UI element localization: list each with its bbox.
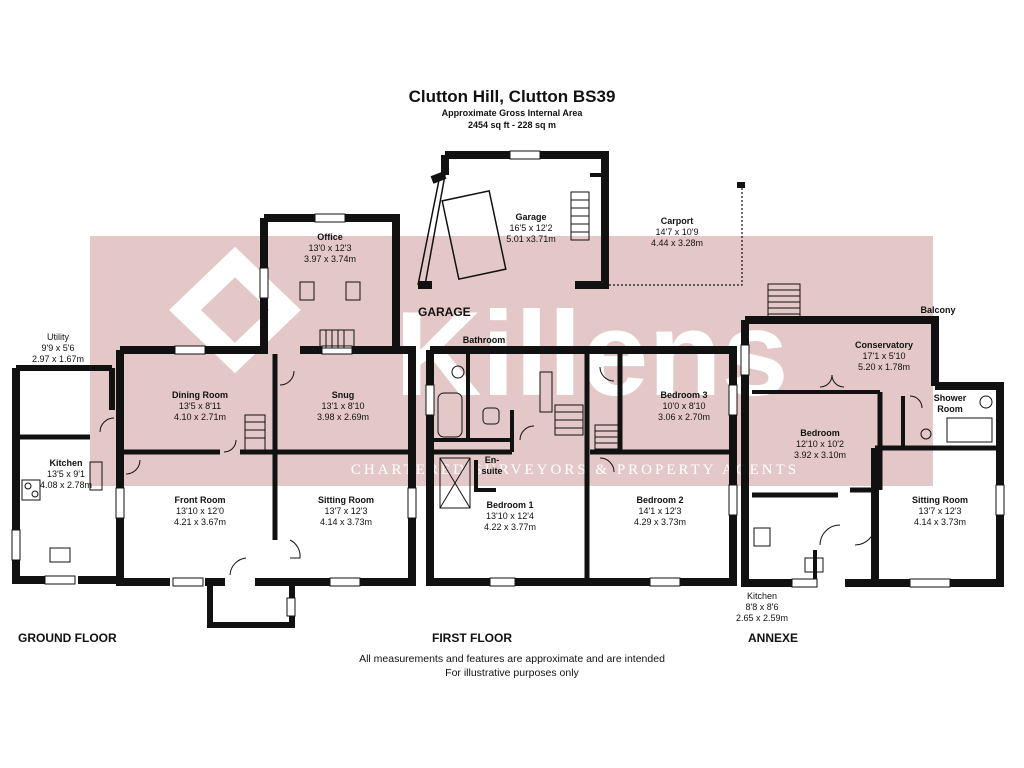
room-sitting-annexe: Sitting Room 13'7 x 12'3 4.14 x 3.73m xyxy=(912,495,968,527)
room-name: Dining Room xyxy=(172,390,228,400)
room-metric: 4.22 x 3.77m xyxy=(484,522,536,532)
room-imperial: 13'5 x 9'1 xyxy=(47,469,85,479)
room-name-1: Shower xyxy=(934,393,967,403)
room-imperial: 14'7 x 10'9 xyxy=(656,227,699,237)
room-metric: 4.44 x 3.28m xyxy=(651,238,703,248)
room-sitting-gf: Sitting Room 13'7 x 12'3 4.14 x 3.73m xyxy=(318,495,374,527)
walls-first-floor xyxy=(426,346,737,586)
room-snug: Snug 13'1 x 8'10 3.98 x 2.69m xyxy=(317,390,369,422)
room-metric: 3.06 x 2.70m xyxy=(658,412,710,422)
room-imperial: 13'5 x 8'11 xyxy=(179,401,221,411)
watermark-tagline: CHARTERED SURVEYORS & PROPERTY AGENTS xyxy=(351,462,799,478)
room-dining: Dining Room 13'5 x 8'11 4.10 x 2.71m xyxy=(172,390,228,422)
room-imperial: 13'7 x 12'3 xyxy=(919,506,962,516)
room-metric: 2.65 x 2.59m xyxy=(736,613,788,623)
room-imperial: 13'10 x 12'0 xyxy=(176,506,224,516)
room-name: Snug xyxy=(332,390,355,400)
room-imperial: 13'7 x 12'3 xyxy=(325,506,368,516)
room-imperial: 8'8 x 8'6 xyxy=(746,602,779,612)
room-shower: Shower Room xyxy=(934,393,967,414)
room-conservatory: Conservatory 17'1 x 5'10 5.20 x 1.78m xyxy=(855,340,913,372)
watermark-logo-icon xyxy=(169,246,301,374)
room-metric: 4.10 x 2.71m xyxy=(174,412,226,422)
fittings xyxy=(11,150,1005,617)
room-imperial: 13'1 x 8'10 xyxy=(322,401,365,411)
room-name: Carport xyxy=(661,216,694,226)
disclaimer-line-1: All measurements and features are approx… xyxy=(359,653,665,665)
section-ground-floor: GROUND FLOOR xyxy=(18,631,117,645)
room-name: Office xyxy=(317,232,343,242)
room-name: Bathroom xyxy=(463,335,506,345)
room-metric: 3.92 x 3.10m xyxy=(794,450,846,460)
room-metric: 5.20 x 1.78m xyxy=(858,362,910,372)
room-name: Bedroom xyxy=(800,428,840,438)
room-metric: 4.21 x 3.67m xyxy=(174,517,226,527)
room-imperial: 9'9 x 5'6 xyxy=(42,343,75,353)
room-name-1: En- xyxy=(485,455,500,465)
room-imperial: 12'10 x 10'2 xyxy=(796,439,844,449)
room-bedroom1: Bedroom 1 13'10 x 12'4 4.22 x 3.77m xyxy=(484,500,536,532)
room-imperial: 10'0 x 8'10 xyxy=(663,401,706,411)
room-imperial: 16'5 x 12'2 xyxy=(510,223,553,233)
room-bathroom: Bathroom xyxy=(463,335,506,345)
room-metric: 4.08 x 2.78m xyxy=(40,480,92,490)
room-imperial: 14'1 x 12'3 xyxy=(639,506,682,516)
room-office: Office 13'0 x 12'3 3.97 x 3.74m xyxy=(304,232,356,264)
room-name: Kitchen xyxy=(747,591,777,601)
room-garage: Garage 16'5 x 12'2 5.01 x3.71m xyxy=(506,212,556,244)
carport-outline xyxy=(605,184,743,286)
room-metric: 4.29 x 3.73m xyxy=(634,517,686,527)
room-imperial: 13'10 x 12'4 xyxy=(486,511,534,521)
room-name: Bedroom 1 xyxy=(486,500,533,510)
room-ensuite: En- suite xyxy=(481,455,502,476)
room-utility: Utility 9'9 x 5'6 2.97 x 1.67m xyxy=(32,332,84,364)
room-name: Conservatory xyxy=(855,340,913,350)
section-first-floor: FIRST FLOOR xyxy=(432,631,512,645)
room-metric: 4.14 x 3.73m xyxy=(320,517,372,527)
header: Clutton Hill, Clutton BS39 Approximate G… xyxy=(409,87,616,130)
room-name-2: suite xyxy=(481,466,502,476)
room-name: Sitting Room xyxy=(318,495,374,505)
room-kitchen: Kitchen 13'5 x 9'1 4.08 x 2.78m xyxy=(40,458,92,490)
room-imperial: 17'1 x 5'10 xyxy=(863,351,906,361)
walls-ground-floor xyxy=(12,214,416,628)
disclaimer-line-2: For illustrative purposes only xyxy=(445,667,579,679)
carport-post xyxy=(737,182,745,188)
page-title: Clutton Hill, Clutton BS39 xyxy=(409,87,616,106)
room-front: Front Room 13'10 x 12'0 4.21 x 3.67m xyxy=(174,495,226,527)
room-bedroom3: Bedroom 3 10'0 x 8'10 3.06 x 2.70m xyxy=(658,390,710,422)
section-garage: GARAGE xyxy=(418,305,471,319)
room-name: Sitting Room xyxy=(912,495,968,505)
room-name: Utility xyxy=(47,332,69,342)
room-name: Garage xyxy=(515,212,546,222)
room-metric: 3.97 x 3.74m xyxy=(304,254,356,264)
room-name: Bedroom 3 xyxy=(660,390,707,400)
room-bedroom-annexe: Bedroom 12'10 x 10'2 3.92 x 3.10m xyxy=(794,428,846,460)
room-name: Kitchen xyxy=(49,458,82,468)
room-balcony: Balcony xyxy=(920,305,955,315)
room-name: Balcony xyxy=(920,305,955,315)
room-kitchen-annexe: Kitchen 8'8 x 8'6 2.65 x 2.59m xyxy=(736,591,788,623)
room-name: Front Room xyxy=(175,495,226,505)
room-name: Bedroom 2 xyxy=(636,495,683,505)
room-metric: 2.97 x 1.67m xyxy=(32,354,84,364)
room-metric: 5.01 x3.71m xyxy=(506,234,556,244)
room-metric: 3.98 x 2.69m xyxy=(317,412,369,422)
page-subtitle: Approximate Gross Internal Area xyxy=(442,108,584,118)
stairs-annexe-icon xyxy=(767,283,801,319)
gross-area: 2454 sq ft - 228 sq m xyxy=(468,120,556,130)
room-name-2: Room xyxy=(937,404,963,414)
room-metric: 4.14 x 3.73m xyxy=(914,517,966,527)
room-imperial: 13'0 x 12'3 xyxy=(309,243,352,253)
garage-door-line xyxy=(417,174,507,286)
room-bedroom2: Bedroom 2 14'1 x 12'3 4.29 x 3.73m xyxy=(634,495,686,527)
room-carport: Carport 14'7 x 10'9 4.44 x 3.28m xyxy=(651,216,703,248)
section-annexe: ANNEXE xyxy=(748,631,798,645)
